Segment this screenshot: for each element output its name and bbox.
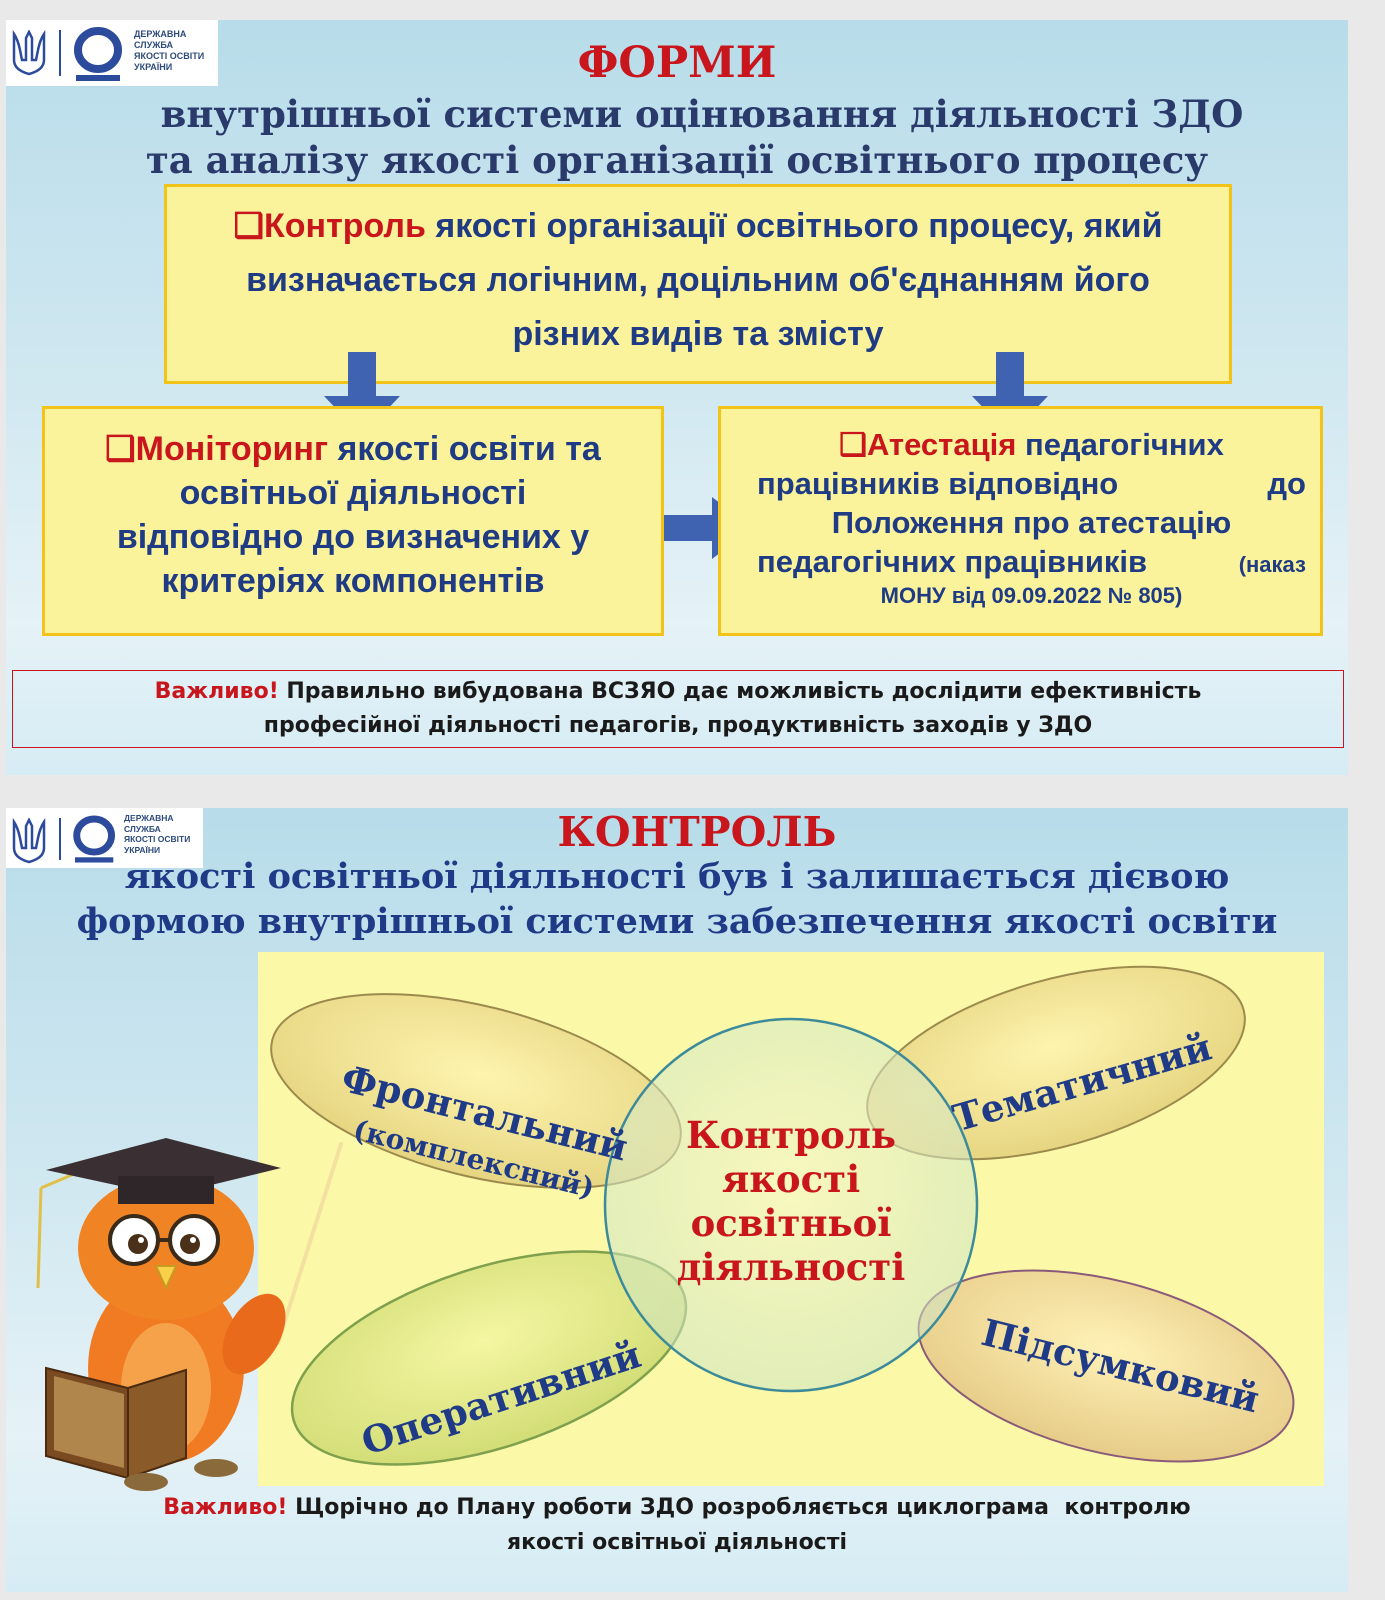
control-line-3: різних видів та змісту: [512, 315, 884, 353]
logo-line: ДЕРЖАВНА: [124, 813, 174, 823]
attestation-line-2: працівників відповідно до: [757, 464, 1306, 503]
logo-line: ЯКОСТІ ОСВІТИ: [124, 834, 191, 844]
slide2-note-line-1: Важливо! Щорічно до Плану роботи ЗДО роз…: [46, 1490, 1308, 1525]
owl-teacher-image: [36, 1138, 286, 1491]
center-line: Контроль: [685, 1113, 897, 1157]
control-text: якості організації освітнього процесу, я…: [425, 207, 1163, 245]
slide2-note-line-2: якості освітньої діяльності: [506, 1530, 848, 1555]
important-label: Важливо!: [154, 679, 279, 704]
logo-org-name: ДЕРЖАВНА СЛУЖБА ЯКОСТІ ОСВІТИ УКРАЇНИ: [134, 29, 218, 73]
slide-forms: ДЕРЖАВНА СЛУЖБА ЯКОСТІ ОСВІТИ УКРАЇНИ ФО…: [6, 20, 1348, 775]
logo: ДЕРЖАВНА СЛУЖБА ЯКОСТІ ОСВІТИ УКРАЇНИ: [6, 20, 218, 86]
attestation-line-2a: працівників відповідно: [757, 466, 1119, 501]
attestation-line-3: Положення про атестацію: [831, 505, 1232, 540]
monitoring-line-2: освітньої діяльності: [179, 474, 527, 512]
monitoring-line-1: ❑Моніторинг якості освіти та: [45, 427, 661, 471]
control-box: ❑Контроль якості організації освітнього …: [164, 184, 1232, 384]
logo-line: ДЕРЖАВНА: [134, 29, 187, 39]
trident-icon: [12, 30, 46, 76]
logo-line: СЛУЖБА: [124, 823, 161, 834]
logo-org-name: ДЕРЖАВНА СЛУЖБА ЯКОСТІ ОСВІТИ УКРАЇНИ: [124, 813, 204, 855]
slide2-subtitle-2: формою внутрішньої системи забезпечення …: [76, 901, 1278, 942]
center-line: діяльності: [676, 1245, 906, 1289]
control-line-2: визначається логічним, доцільним об'єдна…: [246, 261, 1150, 299]
center-circle: [603, 1017, 979, 1393]
attestation-box: ❑Атестація педагогічних працівників відп…: [718, 406, 1323, 636]
center-line: якості: [721, 1157, 861, 1201]
slide2-subtitle-1: якості освітньої діяльності був і залиша…: [124, 856, 1230, 897]
attestation-line-4b: (наказ: [1238, 552, 1306, 577]
important-label: Важливо!: [163, 1495, 288, 1520]
slide1-note-line-1: Важливо! Правильно вибудована ВСЗЯО дає …: [13, 675, 1343, 709]
attestation-text: педагогічних: [1016, 427, 1224, 462]
monitoring-line-4: критеріях компонентів: [161, 562, 545, 600]
logo-line: ЯКОСТІ ОСВІТИ: [134, 51, 205, 61]
monitoring-key: Моніторинг: [135, 430, 329, 468]
logo: ДЕРЖАВНА СЛУЖБА ЯКОСТІ ОСВІТИ УКРАЇНИ: [6, 808, 203, 868]
attestation-line-4: педагогічних працівників (наказ: [757, 542, 1306, 584]
attestation-line-4a: педагогічних працівників: [757, 544, 1148, 579]
logo-divider: [59, 818, 61, 860]
attestation-line-1: ❑Атестація педагогічних: [757, 425, 1306, 464]
slide-control: ДЕРЖАВНА СЛУЖБА ЯКОСТІ ОСВІТИ УКРАЇНИ КО…: [6, 808, 1348, 1592]
attestation-key: Атестація: [866, 427, 1017, 462]
attestation-line-2b: до: [1267, 466, 1306, 501]
types-diagram: [270, 965, 1295, 1466]
slide1-note-text: Правильно вибудована ВСЗЯО дає можливіст…: [278, 679, 1202, 704]
center-label: Контроль якості освітньої діяльності: [646, 1113, 936, 1289]
logo-line: УКРАЇНИ: [134, 62, 173, 72]
slide1-note-line-2: професійної діяльності педагогів, продук…: [263, 713, 1093, 738]
logo-line: УКРАЇНИ: [124, 844, 161, 855]
slide2-note-text: Щорічно до Плану роботи ЗДО розробляєтьс…: [287, 1495, 1191, 1520]
attestation-line-5: МОНУ від 09.09.2022 № 805): [880, 583, 1183, 608]
checkbox-square-icon: ❑: [233, 207, 265, 245]
trident-icon: [12, 818, 46, 864]
control-line-1: ❑Контроль якості організації освітнього …: [167, 199, 1229, 253]
checkbox-square-icon: ❑: [839, 427, 867, 462]
control-key: Контроль: [264, 207, 426, 245]
monitoring-box: ❑Моніторинг якості освіти та освітньої д…: [42, 406, 664, 636]
slide2-note: Важливо! Щорічно до Плану роботи ЗДО роз…: [46, 1490, 1308, 1560]
ring-logo-icon: [73, 815, 116, 863]
pointer-stick: [276, 1142, 343, 1345]
logo-line: СЛУЖБА: [134, 40, 173, 50]
slide1-subtitle-1: внутрішньої системи оцінювання діяльност…: [160, 92, 1244, 136]
slide2-title: КОНТРОЛЬ: [557, 808, 837, 856]
monitoring-line-3: відповідно до визначених у: [116, 518, 590, 556]
slide1-title: ФОРМИ: [577, 38, 777, 88]
slide1-note: Важливо! Правильно вибудована ВСЗЯО дає …: [12, 670, 1344, 748]
checkbox-square-icon: ❑: [105, 430, 136, 468]
ring-logo-icon: [74, 27, 122, 81]
logo-divider: [59, 30, 61, 76]
monitoring-text: якості освіти та: [328, 430, 601, 468]
slide1-subtitle-2: та аналізу якості організації освітнього…: [145, 138, 1209, 182]
center-line: освітньої: [690, 1201, 892, 1245]
